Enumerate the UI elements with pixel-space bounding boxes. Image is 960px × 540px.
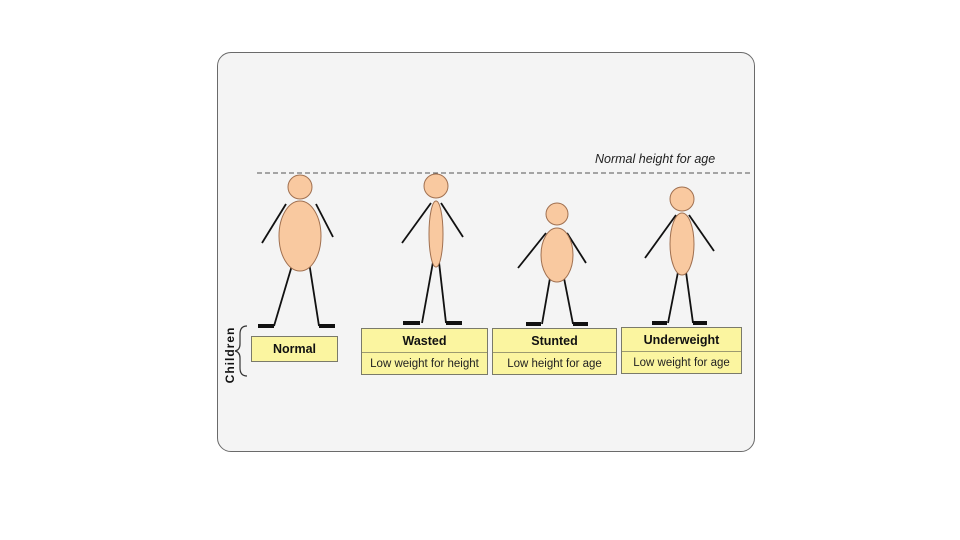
card-divider (362, 352, 487, 353)
card-underweight: Underweight Low weight for age (621, 327, 742, 374)
card-title: Wasted (362, 334, 487, 348)
card-title: Stunted (493, 334, 616, 348)
children-label: Children (223, 327, 237, 384)
card-subtitle: Low weight for age (622, 357, 741, 369)
reference-line-label: Normal height for age (595, 152, 715, 166)
card-divider (493, 352, 616, 353)
card-divider (622, 351, 741, 352)
figure-underweight (645, 187, 714, 323)
card-subtitle: Low height for age (493, 358, 616, 370)
card-title: Underweight (622, 333, 741, 347)
card-subtitle: Low weight for height (362, 358, 487, 370)
card-normal: Normal (251, 336, 338, 362)
card-stunted: Stunted Low height for age (492, 328, 617, 375)
figure-normal (258, 175, 335, 326)
figure-wasted (402, 174, 463, 323)
card-title: Normal (252, 342, 337, 356)
figure-stunted (518, 203, 588, 324)
card-wasted: Wasted Low weight for height (361, 328, 488, 375)
